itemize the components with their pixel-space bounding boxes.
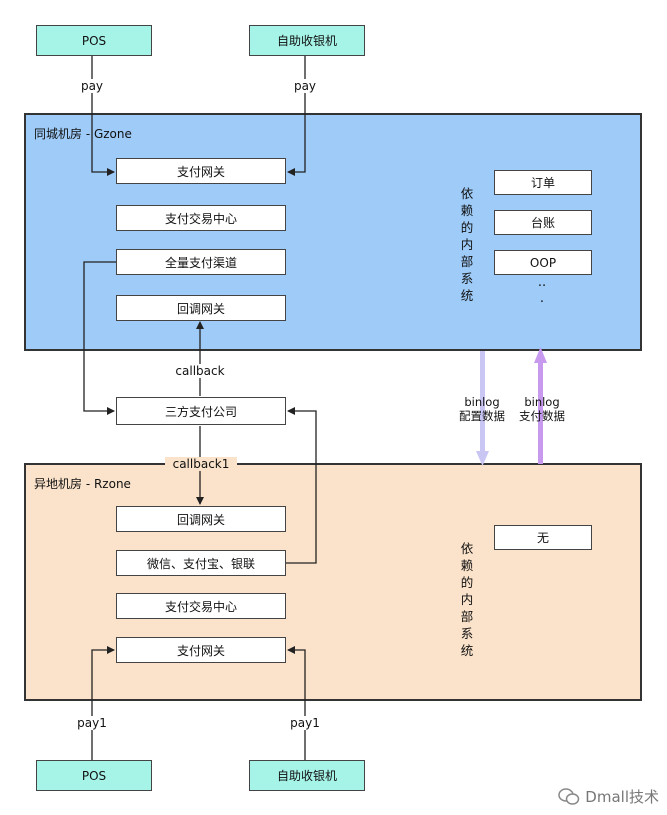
gzone-dep-oop: OOP bbox=[494, 250, 592, 275]
binlog-payment-label: binlog 支付数据 bbox=[506, 395, 578, 423]
callback1-label: callback1 bbox=[165, 457, 237, 471]
pay-label-checkout: pay bbox=[291, 79, 319, 93]
rzone-payment-transaction-center: 支付交易中心 bbox=[116, 593, 286, 619]
binlog-config-line2: 配置数据 bbox=[459, 409, 505, 423]
gzone-dep-ledger: 台账 bbox=[494, 210, 592, 235]
rzone-payment-gateway: 支付网关 bbox=[116, 637, 286, 663]
gzone-deps-label: 依赖的内部系统 bbox=[460, 186, 474, 303]
binlog-payment-line1: binlog bbox=[524, 395, 560, 409]
checkout-pay-arrow bbox=[287, 56, 306, 176]
gzone-dep-order: 订单 bbox=[494, 170, 592, 195]
binlog-payment-arrow bbox=[534, 347, 547, 464]
channel-to-thirdparty-arrow bbox=[83, 261, 116, 415]
watermark-text: Dmall技术 bbox=[585, 788, 659, 806]
pos1-pay-arrow bbox=[91, 646, 115, 760]
rzone-dep-none: 无 bbox=[494, 525, 592, 550]
gzone-full-payment-channel: 全量支付渠道 bbox=[116, 249, 286, 275]
gzone-title: 同城机房 - Gzone bbox=[34, 127, 132, 141]
watermark: Dmall技术 bbox=[558, 786, 659, 807]
binlog-config-line1: binlog bbox=[464, 395, 500, 409]
binlog-config-arrow bbox=[476, 351, 489, 466]
gzone-callback-gateway: 回调网关 bbox=[116, 295, 286, 321]
wechat-to-thirdparty-arrow bbox=[286, 407, 317, 564]
pos-pay-arrow bbox=[91, 56, 115, 176]
rzone-title: 异地机房 - Rzone bbox=[34, 477, 131, 491]
third-party-payment-company: 三方支付公司 bbox=[116, 397, 286, 425]
binlog-config-label: binlog 配置数据 bbox=[446, 395, 518, 423]
self-checkout-terminal-bottom: 自助收银机 bbox=[249, 760, 365, 791]
self-checkout-terminal-top: 自助收银机 bbox=[249, 25, 365, 56]
wechat-icon bbox=[558, 787, 580, 805]
binlog-payment-line2: 支付数据 bbox=[519, 409, 565, 423]
gzone-deps-ellipsis: ··· bbox=[537, 279, 547, 310]
pos-terminal-top: POS bbox=[36, 25, 152, 56]
pos-terminal-bottom: POS bbox=[36, 760, 152, 791]
rzone-callback-gateway: 回调网关 bbox=[116, 506, 286, 532]
gzone-payment-transaction-center: 支付交易中心 bbox=[116, 205, 286, 231]
checkout1-pay-arrow bbox=[287, 646, 306, 760]
callback-label: callback bbox=[168, 364, 232, 378]
pay1-label-pos: pay1 bbox=[74, 716, 110, 730]
rzone-wechat-alipay-unionpay: 微信、支付宝、银联 bbox=[116, 550, 286, 576]
rzone-deps-label: 依赖的内部系统 bbox=[460, 541, 474, 658]
gzone-payment-gateway: 支付网关 bbox=[116, 158, 286, 184]
pay-label-pos: pay bbox=[78, 79, 106, 93]
pay1-label-checkout: pay1 bbox=[287, 716, 323, 730]
